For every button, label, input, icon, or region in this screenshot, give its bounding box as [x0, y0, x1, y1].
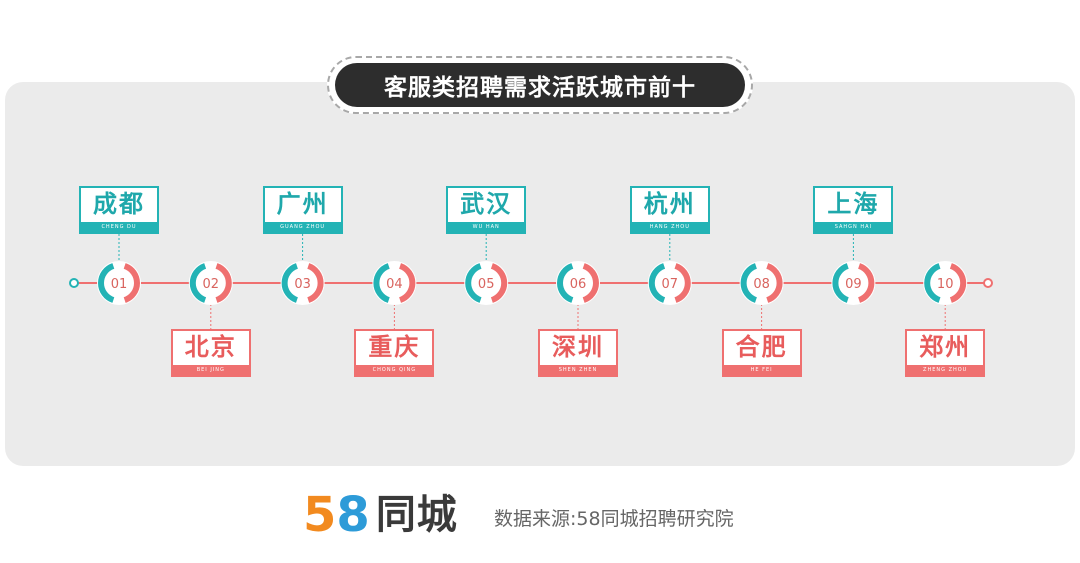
data-source: 数据来源:58同城招聘研究院 [494, 508, 734, 530]
city-name: 深圳 [552, 333, 604, 361]
node-rank-05: 05 [478, 277, 495, 292]
city-name: 合肥 [735, 333, 788, 361]
city-label-09: 上海 SAHGN HAI [813, 186, 894, 234]
city-name: 杭州 [643, 190, 696, 218]
city-pinyin: SHEN ZHEN [540, 365, 616, 375]
city-name: 武汉 [460, 190, 513, 218]
city-pinyin: CHENG DU [81, 222, 157, 232]
node-arc-left-09 [832, 263, 849, 303]
node-arc-right-05 [490, 263, 508, 303]
node-arc-right-01 [123, 263, 140, 303]
node-rank-09: 09 [845, 277, 862, 292]
city-pinyin: SAHGN HAI [815, 222, 892, 232]
city-label-10: 郑州 ZHENG ZHOU [905, 329, 986, 377]
node-arc-left-06 [557, 263, 574, 303]
city-pinyin: WU HAN [448, 222, 525, 232]
logo-text: 同城 [375, 492, 458, 538]
node-arc-left-04 [373, 263, 390, 303]
city-pinyin: CHONG QING [356, 365, 433, 375]
node-rank-07: 07 [662, 277, 679, 292]
node-arc-right-06 [582, 263, 599, 303]
node-arc-right-10 [949, 263, 967, 303]
node-arc-right-07 [674, 263, 691, 303]
node-arc-left-08 [740, 263, 758, 303]
city-pinyin: ZHENG ZHOU [907, 365, 984, 375]
node-rank-08: 08 [753, 277, 770, 292]
city-name: 北京 [184, 333, 237, 361]
city-pinyin: BEI JING [172, 365, 249, 375]
city-pinyin: HE FEI [723, 365, 800, 375]
node-arc-left-01 [98, 263, 115, 303]
node-arc-right-02 [215, 263, 232, 303]
node-arc-left-05 [465, 263, 482, 303]
city-label-07: 杭州 HANG ZHOU [629, 186, 710, 234]
title-pill: 客服类招聘需求活跃城市前十 [327, 56, 753, 114]
logo-digit-5: 5 [303, 487, 337, 543]
node-rank-04: 04 [386, 277, 403, 292]
city-name: 郑州 [919, 333, 972, 361]
node-arc-left-10 [924, 263, 941, 303]
logo-digit-8: 8 [336, 487, 370, 543]
node-rank-06: 06 [570, 277, 587, 292]
city-name: 广州 [276, 190, 329, 218]
city-label-08: 合肥 HE FEI [721, 329, 802, 377]
node-arc-right-04 [398, 263, 416, 303]
city-name: 上海 [827, 190, 880, 218]
city-name: 重庆 [368, 333, 421, 361]
content-panel [5, 82, 1075, 466]
city-label-04: 重庆 CHONG QING [354, 329, 435, 377]
node-arc-left-02 [189, 263, 207, 303]
city-label-01: 成都 CHENG DU [79, 186, 159, 234]
node-arc-left-03 [281, 263, 299, 303]
city-pinyin: HANG ZHOU [631, 222, 708, 232]
timeline-start-dot [69, 278, 79, 288]
city-name: 成都 [93, 190, 145, 218]
node-rank-01: 01 [111, 277, 128, 292]
city-label-05: 武汉 WU HAN [446, 186, 527, 234]
timeline-end-dot [983, 278, 993, 288]
node-rank-10: 10 [937, 277, 954, 292]
page-title: 客服类招聘需求活跃城市前十 [335, 63, 745, 107]
node-arc-right-09 [857, 263, 875, 303]
city-label-03: 广州 GUANG ZHOU [262, 186, 343, 234]
node-arc-left-07 [648, 263, 666, 303]
node-arc-right-08 [766, 263, 783, 303]
city-label-06: 深圳 SHEN ZHEN [538, 329, 618, 377]
node-rank-03: 03 [294, 277, 311, 292]
node-arc-right-03 [307, 263, 324, 303]
city-pinyin: GUANG ZHOU [264, 222, 341, 232]
node-rank-02: 02 [203, 277, 220, 292]
city-label-02: 北京 BEI JING [170, 329, 251, 377]
